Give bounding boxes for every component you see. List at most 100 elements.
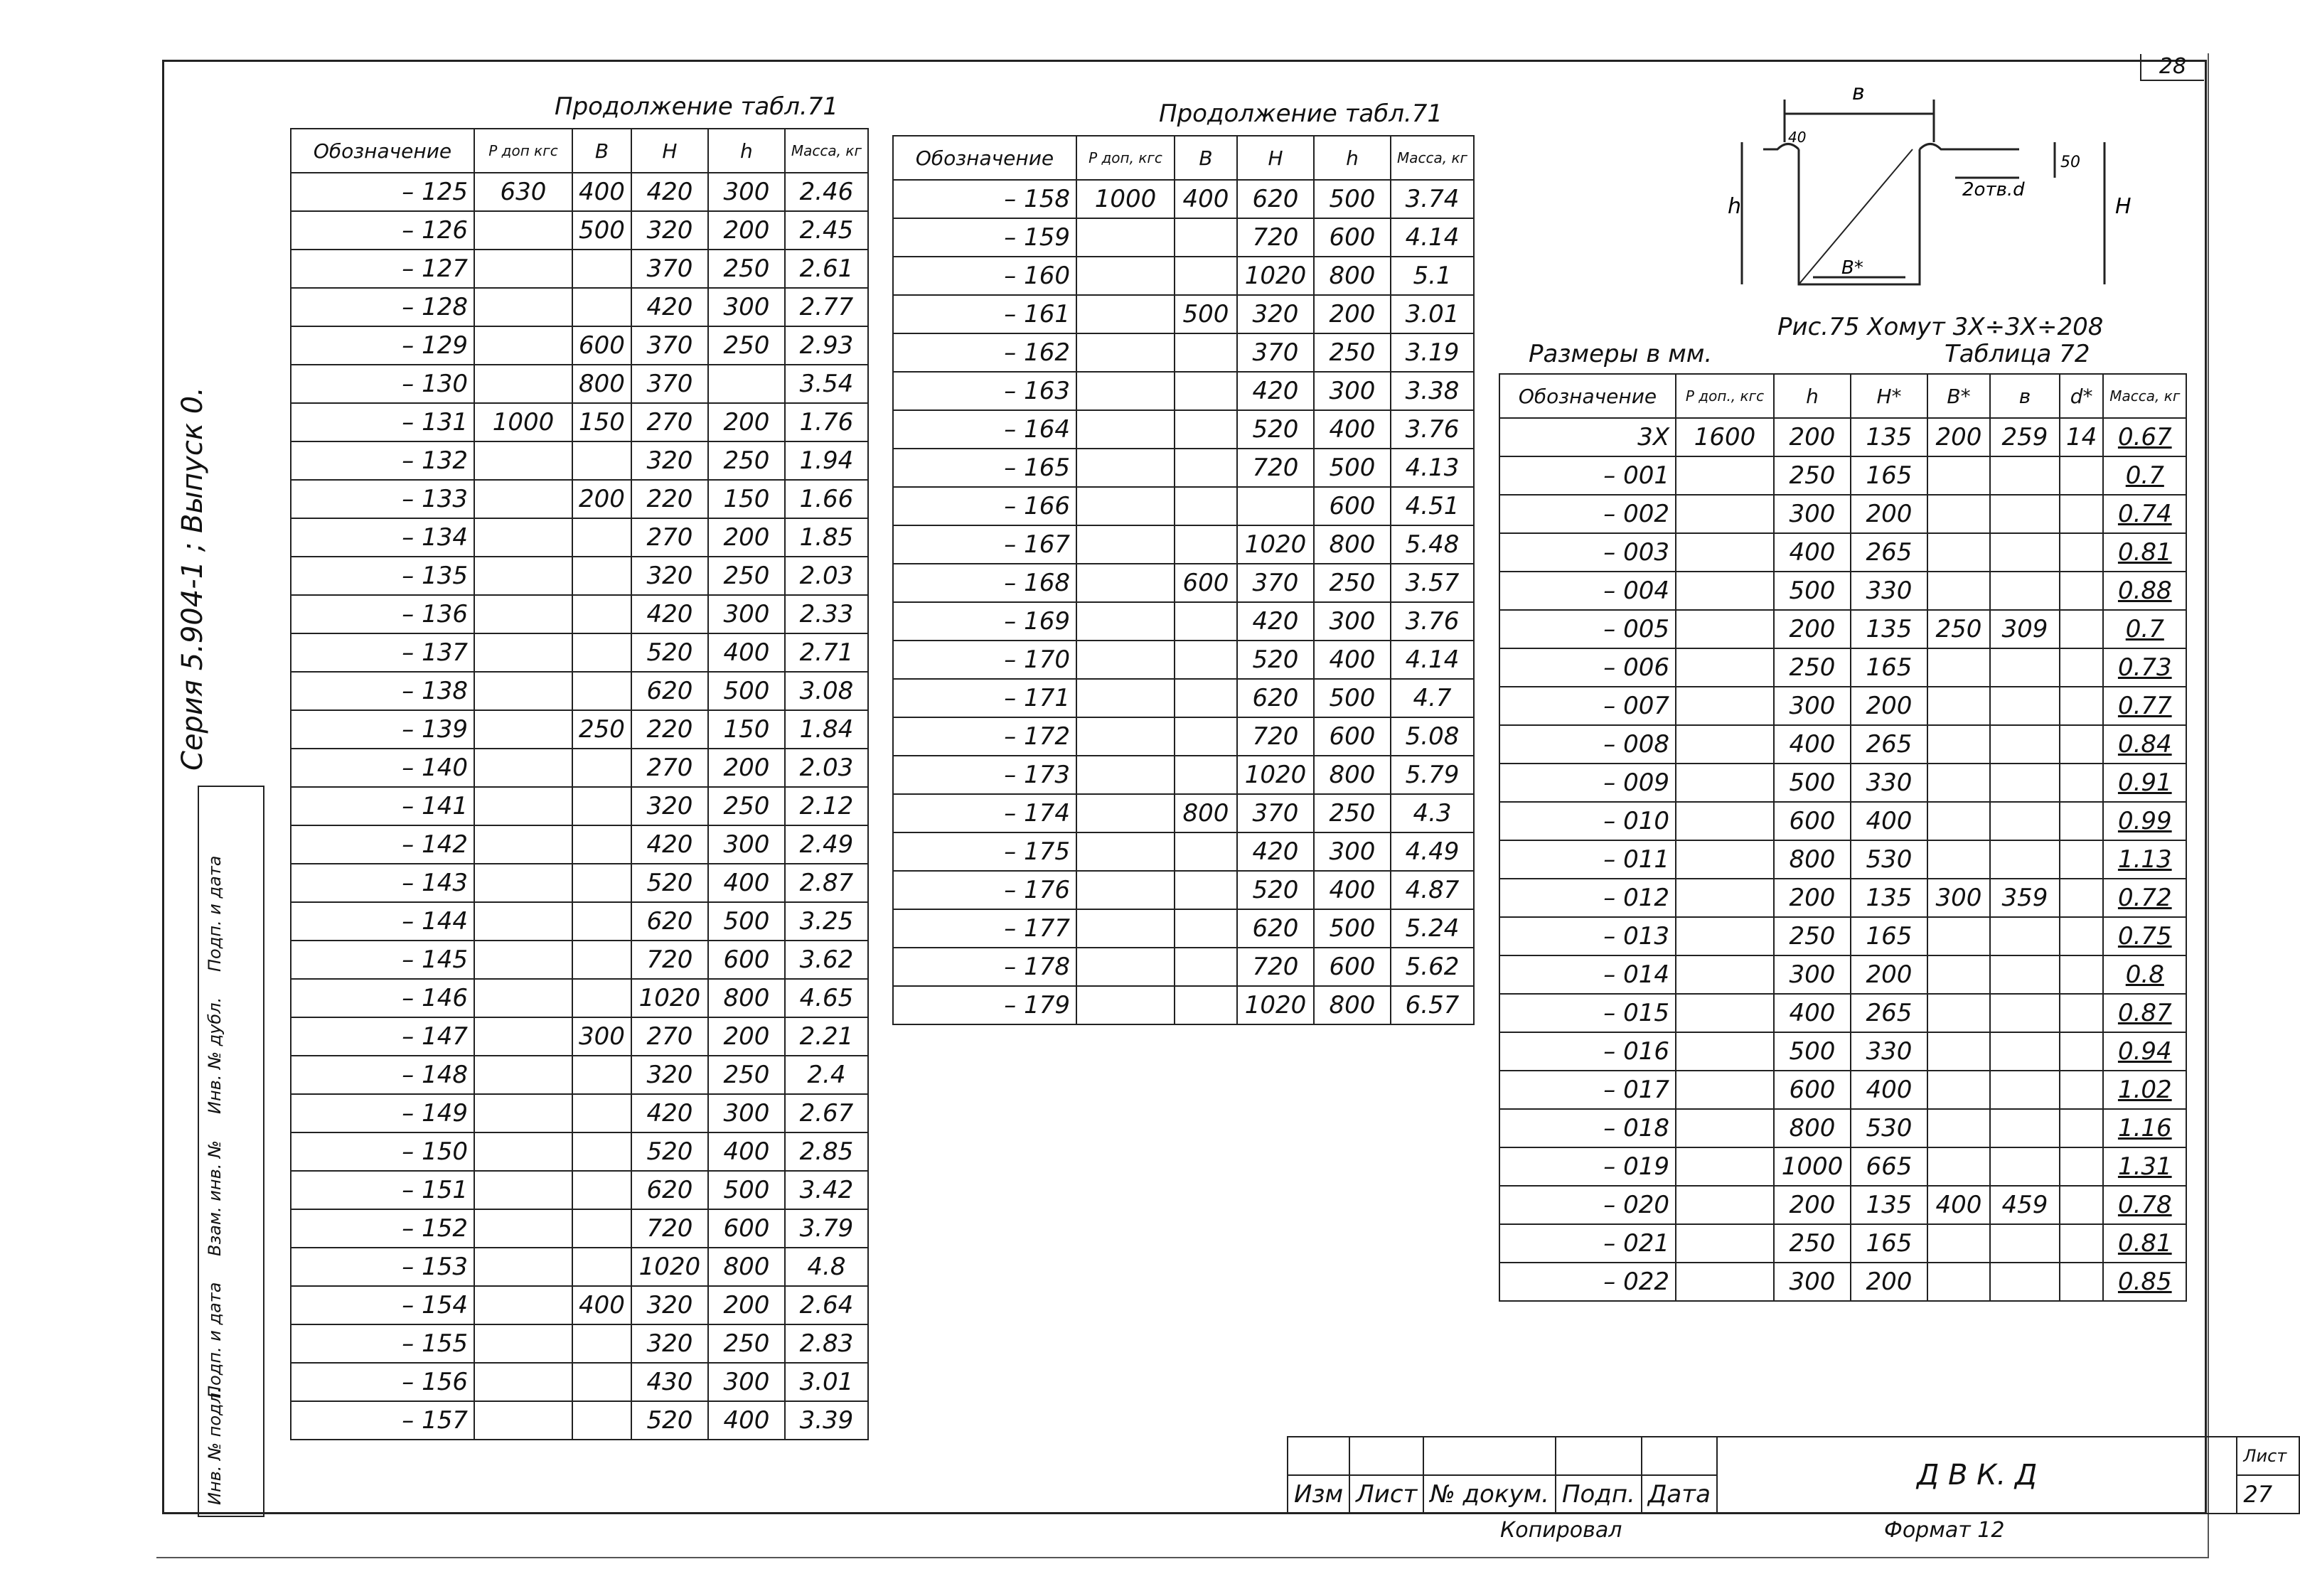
side-label-2: Взам. инв. № — [205, 1140, 225, 1256]
table-cell: 1000 — [1076, 179, 1175, 219]
table-cell: 430 — [630, 1362, 709, 1402]
t3-h-p: Р доп., кгс — [1675, 373, 1775, 419]
table-cell: – 140 — [290, 748, 475, 788]
table-cell: – 125 — [290, 172, 475, 212]
table-cell — [1989, 532, 2060, 572]
table-cell: 320 — [630, 1055, 709, 1095]
table-cell: 0.81 — [2102, 1223, 2188, 1263]
table-cell: 5.79 — [1389, 755, 1475, 795]
table-cell: 500 — [1773, 763, 1851, 803]
table-cell — [474, 1400, 573, 1440]
table-cell: 800 — [1313, 755, 1391, 795]
table-cell — [1675, 1032, 1775, 1071]
table-cell — [1927, 648, 1991, 687]
table-cell — [572, 786, 632, 826]
table-cell: 250 — [1313, 563, 1391, 603]
table-cell — [1989, 648, 2060, 687]
table-cell — [1927, 993, 1991, 1033]
table-cell — [1675, 763, 1775, 803]
table-cell: 300 — [707, 825, 786, 864]
table-cell: – 150 — [290, 1132, 475, 1172]
table-cell: 4.49 — [1389, 832, 1475, 872]
table-cell: 3.01 — [783, 1362, 869, 1402]
table2: Обозначение Р доп, кгс В Н h Масса, кг –… — [892, 135, 1475, 1025]
stamp-col-0: Изм — [1286, 1474, 1351, 1514]
table-cell: 5.24 — [1389, 909, 1475, 948]
table-cell: 3.42 — [783, 1170, 869, 1210]
table-cell — [1174, 218, 1238, 257]
table-cell: 265 — [1850, 532, 1928, 572]
t3-h-d: d* — [2058, 373, 2104, 419]
table-cell — [474, 1324, 573, 1364]
table-cell — [1174, 640, 1238, 680]
table-cell — [474, 1209, 573, 1248]
table-cell: 2.21 — [783, 1017, 869, 1056]
table-cell — [1076, 947, 1175, 987]
table-cell: 200 — [572, 479, 632, 519]
table-cell: 359 — [1989, 878, 2060, 918]
table-cell — [474, 518, 573, 557]
table-cell — [1989, 1070, 2060, 1110]
title-stamp: Д В К. Д Лист Изм Лист № докум. Подп. Да… — [1286, 1436, 2300, 1514]
table-cell — [1076, 256, 1175, 296]
table-cell: 1.85 — [783, 518, 869, 557]
table-cell — [474, 940, 573, 980]
table-cell — [1174, 909, 1238, 948]
table-cell — [1076, 333, 1175, 373]
table-cell — [1174, 486, 1238, 526]
dim-b-label: в — [1852, 80, 1865, 105]
table-cell — [474, 441, 573, 481]
table-cell: – 127 — [290, 249, 475, 289]
table-cell: 0.7 — [2102, 456, 2188, 496]
table-cell: 165 — [1850, 648, 1928, 687]
table-cell — [2058, 916, 2104, 956]
corner-page-number: 28 — [2140, 54, 2204, 81]
table-cell — [1989, 993, 2060, 1033]
table-cell: 300 — [572, 1017, 632, 1056]
table-cell: 3Х — [1499, 417, 1676, 457]
table-cell: 259 — [1989, 417, 2060, 457]
table-cell — [572, 940, 632, 980]
table-cell: – 139 — [290, 709, 475, 749]
table-cell: 0.72 — [2102, 878, 2188, 918]
table-cell: 800 — [572, 364, 632, 404]
table-cell: 309 — [1989, 609, 2060, 649]
table-cell: 665 — [1850, 1147, 1928, 1187]
table-cell — [1675, 686, 1775, 726]
table-cell: 3.01 — [1389, 294, 1475, 334]
table3-units: Размеры в мм. — [1529, 340, 1713, 368]
table-cell: 250 — [1773, 456, 1851, 496]
table-cell: 250 — [1313, 793, 1391, 833]
table-cell: – 007 — [1499, 686, 1676, 726]
t3-h-mass: Масса, кг — [2102, 373, 2188, 419]
table-cell: – 141 — [290, 786, 475, 826]
table-cell — [572, 1093, 632, 1133]
table-cell — [1076, 525, 1175, 564]
table-cell: 200 — [1850, 1262, 1928, 1302]
t1-h-H: Н — [630, 128, 709, 173]
table-cell: 0.7 — [2102, 609, 2188, 649]
table-cell — [1927, 763, 1991, 803]
table-cell: 500 — [572, 210, 632, 250]
table-cell: – 148 — [290, 1055, 475, 1095]
table-cell: – 008 — [1499, 724, 1676, 764]
table-cell — [572, 594, 632, 634]
table-cell — [1076, 717, 1175, 756]
table-cell: 800 — [707, 1247, 786, 1287]
table-cell: 620 — [1236, 179, 1315, 219]
t3-h-h: h — [1773, 373, 1851, 419]
t1-h-h: h — [707, 128, 786, 173]
